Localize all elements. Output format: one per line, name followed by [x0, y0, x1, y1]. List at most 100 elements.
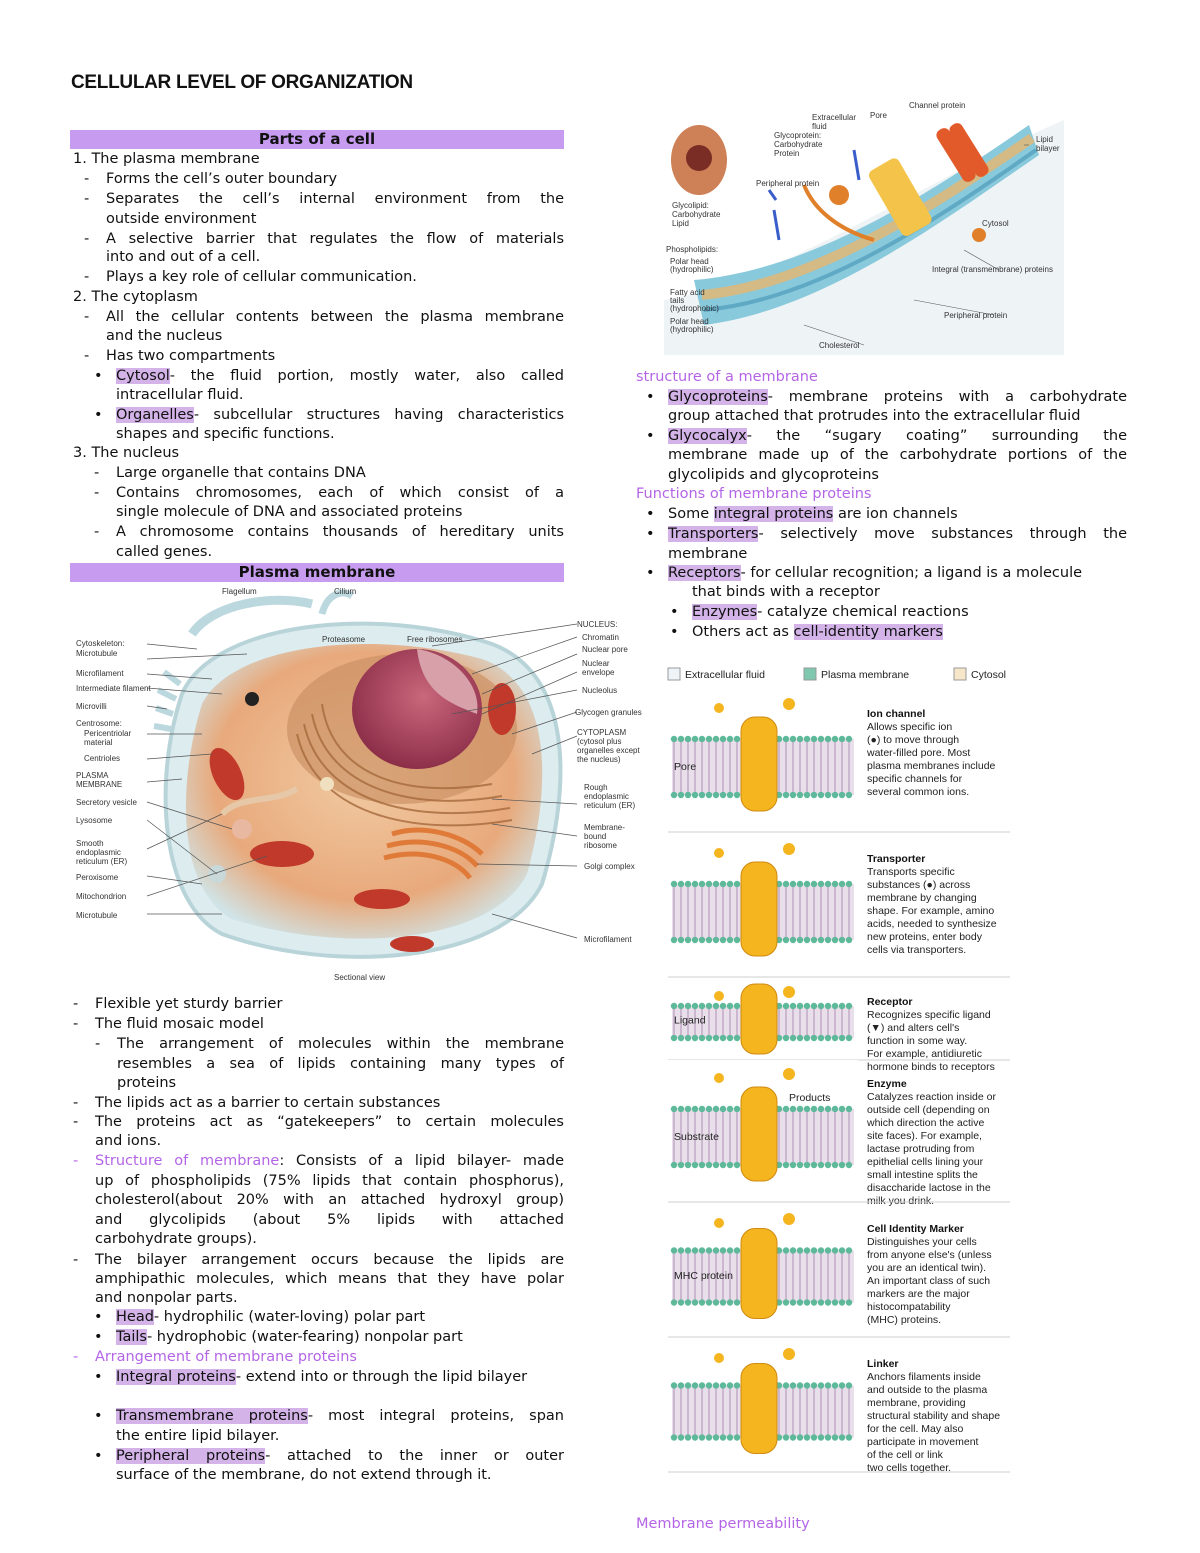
svg-text:NUCLEUS:: NUCLEUS: [577, 620, 617, 629]
lipid-head [670, 936, 678, 944]
panel-title: Enzyme [867, 1078, 907, 1090]
cell-diagram-svg: Flagellum Cilium Cytoskeleton: Microtubu… [76, 587, 642, 982]
list-item: 2. The cytoplasm [73, 289, 198, 305]
lipid-head [712, 1299, 720, 1306]
lipid-head [733, 936, 741, 944]
list-item: •Glycoproteins- membrane proteins with a… [646, 389, 1127, 405]
lipid-head [838, 1105, 846, 1113]
list-item: -The arrangement of molecules within the… [95, 1036, 564, 1052]
lipid-head [831, 1299, 839, 1306]
list-item: •Peripheral proteins- attached to the in… [94, 1448, 565, 1464]
svg-text:Cholesterol: Cholesterol [819, 341, 860, 350]
list-item: •Glycocalyx- the “sugary coating” surrou… [646, 428, 1127, 444]
lipid-head [719, 936, 727, 944]
lipid-head [677, 1002, 685, 1010]
svg-text:Phospholipids:: Phospholipids: [666, 245, 718, 254]
list-item: outside environment [106, 211, 257, 227]
svg-text:fluid: fluid [812, 122, 827, 131]
lipid-head [719, 1299, 727, 1306]
lipid-head [796, 1002, 804, 1010]
lipid-head [796, 1382, 804, 1389]
panel-description-line: new proteins, enter body [867, 931, 983, 943]
solute-dot [783, 1213, 795, 1225]
panel-description-line: An important class of such [867, 1275, 990, 1287]
svg-text:Glycogen granules: Glycogen granules [575, 708, 642, 717]
lipid-head [803, 880, 811, 888]
lipid-head [698, 1382, 706, 1389]
list-item: -A chromosome contains thousands of here… [94, 524, 564, 540]
lipid-head [796, 1434, 804, 1441]
lipid-head [712, 1034, 720, 1042]
lipid-head [733, 1434, 741, 1441]
panel-description-line: Transports specific [867, 866, 955, 878]
lipid-head [719, 1002, 727, 1010]
lipid-head [824, 1382, 832, 1389]
lipid-head [810, 936, 818, 944]
list-item: -All the cellular contents between the p… [84, 309, 564, 325]
lipid-head [817, 1299, 825, 1306]
lipid-head [796, 1247, 804, 1254]
lipid-head [824, 1299, 832, 1306]
lipid-head [726, 735, 734, 743]
list-item: single molecule of DNA and associated pr… [116, 504, 463, 520]
panel-description-line: small intestine splits the [867, 1169, 978, 1181]
lipid-head [817, 1161, 825, 1169]
lipid-head [824, 735, 832, 743]
list-item: surface of the membrane, do not extend t… [116, 1467, 492, 1483]
lipid-head [677, 1034, 685, 1042]
lipid-head [782, 735, 790, 743]
lipid-head [831, 880, 839, 888]
membrane-structure-svg: Channel protein Extracellular fluid Pore… [664, 101, 1064, 355]
svg-text:material: material [84, 738, 113, 747]
lipid-head [677, 1247, 685, 1254]
list-item: membrane [668, 546, 748, 562]
list-item: and nonpolar parts. [95, 1290, 238, 1306]
panel-description-line: structural stability and shape [867, 1410, 1000, 1422]
lipid-head [705, 1105, 713, 1113]
lipid-head [803, 1299, 811, 1306]
svg-text:Peroxisome: Peroxisome [76, 873, 119, 882]
lipid-head [845, 936, 853, 944]
list-item: 3. The nucleus [73, 445, 180, 461]
lipid-head [838, 1299, 846, 1306]
lipid-head [796, 936, 804, 944]
lipid-head [845, 735, 853, 743]
lipid-head [796, 791, 804, 799]
lipid-head [824, 1105, 832, 1113]
lipid-head [838, 1247, 846, 1254]
svg-text:Golgi complex: Golgi complex [584, 862, 635, 871]
lipid-head [845, 1382, 853, 1389]
svg-text:envelope: envelope [582, 668, 615, 677]
svg-text:Centrioles: Centrioles [84, 754, 120, 763]
lipid-head [733, 1034, 741, 1042]
svg-text:Peripheral protein: Peripheral protein [756, 179, 819, 188]
lipid-head [726, 1002, 734, 1010]
lipid-head [677, 1161, 685, 1169]
list-item: the entire lipid bilayer. [116, 1428, 280, 1444]
section-heading: Functions of membrane proteins [636, 486, 872, 502]
lipid-head [677, 1434, 685, 1441]
lipid-head [726, 1247, 734, 1254]
solute-dot [714, 848, 724, 858]
lipid-head [831, 1161, 839, 1169]
panel-description-line: markers are the major [867, 1288, 970, 1300]
lipid-head [824, 1434, 832, 1441]
cell-label: Flagellum [222, 587, 257, 596]
lipid-head [831, 1034, 839, 1042]
panel-description-line: disaccharide lactose in the [867, 1182, 991, 1194]
svg-text:Cilium: Cilium [334, 587, 357, 596]
lipid-head [670, 1002, 678, 1010]
lipid-head [810, 1247, 818, 1254]
lipid-head [691, 936, 699, 944]
svg-text:MEMBRANE: MEMBRANE [76, 780, 122, 789]
lipid-head [684, 1382, 692, 1389]
lipid-head [719, 735, 727, 743]
legend-label: Cytosol [971, 669, 1006, 681]
lipid-head [824, 1247, 832, 1254]
svg-text:endoplasmic: endoplasmic [76, 848, 121, 857]
lipid-head [691, 1299, 699, 1306]
lipid-head [698, 1161, 706, 1169]
lipid-head [698, 791, 706, 799]
